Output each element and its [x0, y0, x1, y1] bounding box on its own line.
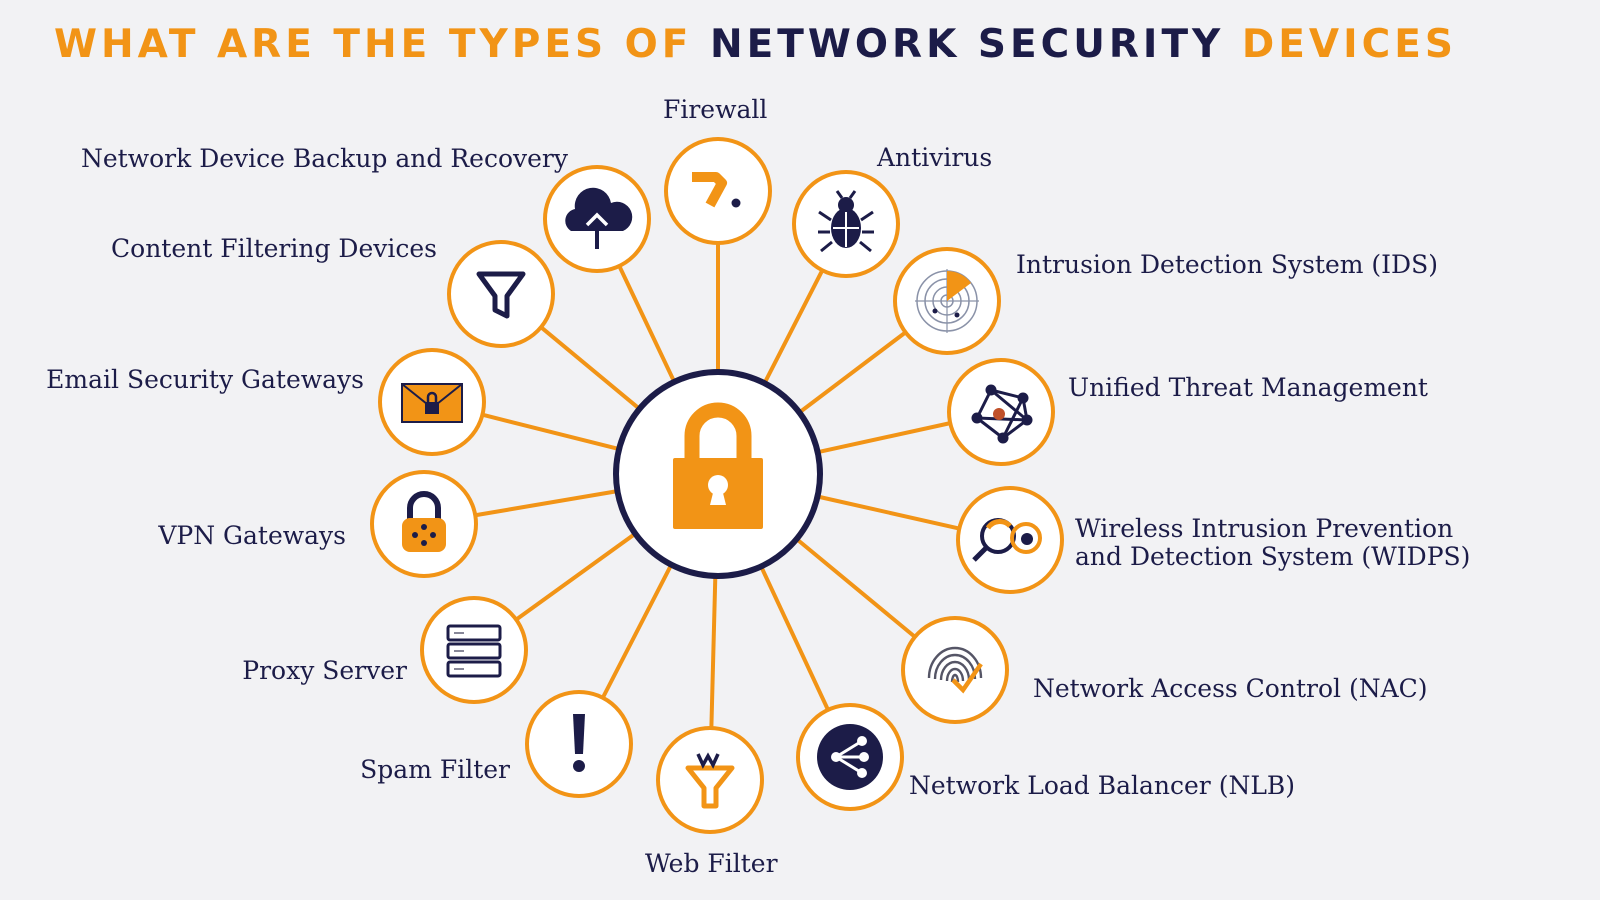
connector-line — [817, 421, 951, 455]
device-node — [796, 703, 904, 811]
connector-line — [759, 565, 830, 711]
device-node — [792, 170, 900, 278]
connector-line — [798, 330, 907, 415]
center-hub — [613, 369, 823, 579]
label-proxy-server: Proxy Server — [242, 656, 407, 685]
label-backup-recovery: Network Device Backup and Recovery — [80, 144, 568, 173]
label-content-filtering-devices: Content Filtering Devices — [111, 234, 437, 263]
device-nodes — [370, 137, 1064, 834]
radar-icon — [915, 269, 979, 333]
connector-line — [515, 532, 637, 622]
connector-lines — [474, 243, 960, 729]
device-node — [956, 486, 1064, 594]
fingerprint-icon — [927, 646, 983, 694]
connector-line — [601, 563, 674, 699]
connector-line — [481, 412, 620, 452]
label-antivirus: Antivirus — [877, 143, 993, 172]
connector-line — [795, 537, 917, 639]
padlock-icon — [673, 402, 763, 529]
connector-line — [709, 575, 718, 729]
label-nlb: Network Load Balancer (NLB) — [909, 771, 1296, 800]
label-utm: Unified Threat Management — [1068, 373, 1428, 402]
device-node — [370, 470, 478, 578]
device-node — [656, 726, 764, 834]
device-node — [947, 358, 1055, 466]
cloud-upload-icon — [565, 187, 633, 249]
bug-icon — [818, 190, 874, 253]
connector-line — [762, 269, 825, 385]
label-spam-filter: Spam Filter — [360, 755, 510, 784]
connector-line — [817, 494, 960, 531]
network-nodes-icon — [971, 384, 1033, 444]
connector-line — [617, 265, 677, 383]
device-node — [901, 616, 1009, 724]
magnifier-icon — [972, 518, 1042, 562]
share-icon — [817, 724, 883, 790]
device-node — [420, 596, 528, 704]
exclamation-icon — [573, 714, 585, 772]
web-filter-icon — [685, 752, 735, 809]
label-web-filter: Web Filter — [645, 849, 778, 878]
device-node — [664, 137, 772, 245]
connector-line — [474, 489, 618, 518]
title-part-2: NETWORK SECURITY — [710, 22, 1225, 67]
label-ids: Intrusion Detection System (IDS) — [1016, 250, 1438, 279]
device-node — [378, 348, 486, 456]
label-widps-line1: Wireless Intrusion Prevention — [1075, 514, 1454, 543]
envelope-lock-icon — [401, 383, 463, 423]
connector-line — [539, 325, 641, 411]
label-firewall: Firewall — [663, 95, 768, 124]
device-node — [525, 690, 633, 798]
lock-icon — [402, 491, 446, 552]
device-node — [447, 240, 555, 348]
title-part-3: DEVICES — [1224, 22, 1457, 67]
funnel-icon — [476, 271, 526, 319]
page-title: WHAT ARE THE TYPES OF NETWORK SECURITY D… — [54, 22, 1457, 67]
label-vpn-gateways: VPN Gateways — [158, 521, 346, 550]
label-nac: Network Access Control (NAC) — [1033, 674, 1428, 703]
device-node — [893, 247, 1001, 355]
label-widps-line2: and Detection System (WIDPS) — [1075, 542, 1471, 571]
label-email-security-gateways: Email Security Gateways — [46, 365, 364, 394]
server-icon — [446, 624, 502, 678]
firewall-icon — [692, 172, 741, 208]
title-part-1: WHAT ARE THE TYPES OF — [54, 22, 710, 67]
device-node — [543, 165, 651, 273]
